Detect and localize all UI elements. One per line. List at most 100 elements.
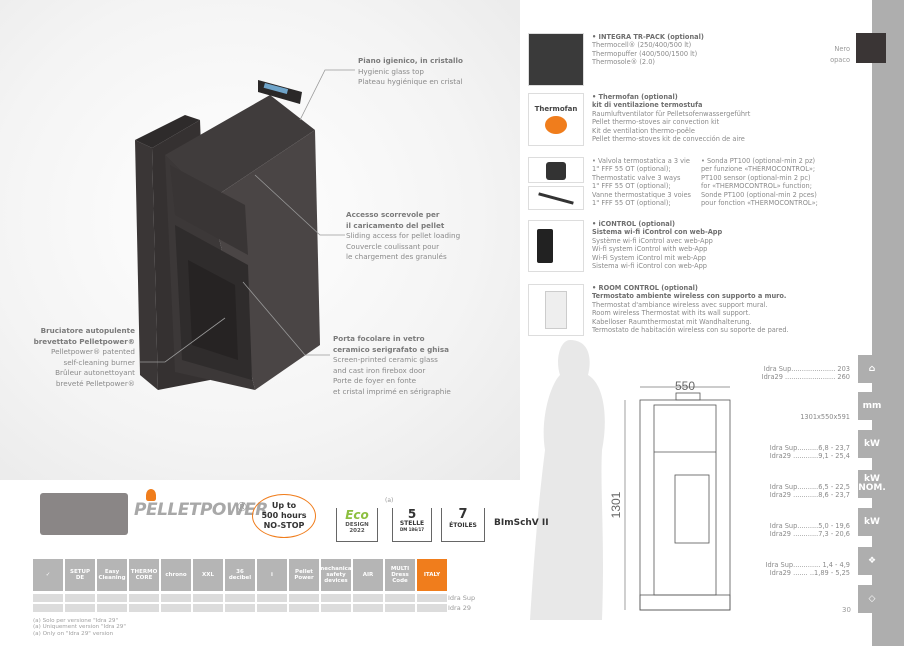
accessory-title: • Thermofan (optional) — [592, 93, 678, 101]
accessory-line: 1" FFF 55 OT (optional); — [592, 165, 671, 174]
callout-line: self-cleaning burner — [63, 357, 135, 367]
accessory-line: for «THERMOCONTROL» function; — [701, 182, 812, 191]
accessory-subtitle: Sistema wi-fi iControl con web-App — [592, 228, 723, 237]
thermofan-icon: Thermofan — [528, 93, 584, 146]
accessory-line: Kabelloser Raumthermostat mit Wandhalter… — [592, 317, 752, 326]
safety-device-icon: mechanical safety devices — [321, 559, 351, 591]
stelle-decree: DM 186/17 — [399, 527, 425, 532]
callout-title: Porta focolare in vetro — [333, 334, 425, 343]
accessory-line: Wi-Fi System iControl mit web-App — [592, 253, 706, 262]
feature-icons-row: ✓ SETUP DE Easy Cleaning THERMO CORE chr… — [33, 559, 447, 591]
spec-heated-volume: Idra Sup..................... 203 Idra29… — [761, 365, 850, 381]
accessory-title: • iCONTROL (optional) — [592, 220, 676, 228]
safety-icon: ✓ — [33, 559, 63, 591]
accessory-line: • Sonda PT100 (optional-min 2 pz) — [701, 157, 816, 165]
callout-line: Couvercle coulissant pour — [346, 241, 440, 251]
availability-row-idra-sup — [33, 594, 447, 602]
accessory-title: • ROOM CONTROL (optional) — [592, 284, 698, 292]
accessory-line: Système wi-fi iControl avec web-App — [592, 236, 713, 245]
eco-year-text: 2022 — [349, 528, 365, 534]
callout-line: Brûleur autonettoyant — [55, 368, 135, 377]
accessory-line: Thermopuffer (400/500/1500 lt) — [592, 49, 698, 58]
accessory-line: Vanne thermostatique 3 voies — [592, 190, 691, 199]
callout-sliding-access: Accesso scorrevole per il caricamento de… — [346, 210, 460, 263]
accessory-line: Pellet thermo-stoves kit de convección d… — [592, 135, 745, 144]
callout-line: Plateau hygiénique en cristal — [358, 77, 463, 86]
water-kw-icon: kW — [858, 508, 886, 536]
callout-line: Screen-printed ceramic glass — [333, 355, 438, 364]
accessory-line: Wi-fi system iControl with web-App — [592, 245, 708, 254]
dimensions-icon: mm — [858, 392, 886, 420]
callout-glass-top: Piano igienico, in cristallo Hygienic gl… — [358, 56, 463, 88]
power-kw-icon: kW — [858, 430, 886, 458]
easy-cleaning-icon: Easy Cleaning — [97, 559, 127, 591]
nonstop-line: 500 hours — [261, 511, 307, 520]
spec-dimensions: 1301x550x591 — [800, 413, 850, 421]
stove-image — [135, 80, 320, 390]
person-silhouette — [530, 340, 605, 620]
sensor-probe-icon — [528, 186, 584, 210]
spec-power-kw: Idra Sup..........6,8 - 23,7 Idra29 ....… — [769, 444, 850, 460]
footnote-line: (a) Uniquement version "Idra 29" — [33, 624, 126, 631]
callout-line: and cast iron firebox door — [333, 365, 426, 375]
tank-icon — [528, 33, 584, 86]
height-dimension: 1301 — [609, 491, 623, 518]
pelletpower-logo: PELLETPOWER — [134, 500, 268, 520]
decibel-icon: 36 decibel — [225, 559, 255, 591]
page-number: 30 — [842, 606, 851, 614]
footnote-marker: (a) — [385, 497, 394, 504]
spec-water-power: Idra Sup..........5,0 - 19,6 Idra29 ....… — [769, 522, 850, 538]
accessory-line: Room wireless Thermostat with its wall s… — [592, 309, 751, 318]
air-icon: AIR — [353, 559, 383, 591]
callout-burner: Bruciatore autopulente brevettato Pellet… — [20, 326, 135, 389]
accessory-line: Raumluftventilator für Pelletsofenwasser… — [592, 109, 751, 118]
accessory-line: 1" FFF 55 OT (optional); — [592, 199, 671, 208]
callout-firebox-door: Porta focolare in vetro ceramico serigra… — [333, 334, 451, 397]
color-swatch-nero-opaco[interactable] — [856, 33, 886, 63]
burner-photo — [40, 493, 128, 535]
eco-text: Eco — [345, 508, 369, 522]
accessory-line: Sonde PT100 (optional-min 2 pces) — [701, 190, 817, 199]
eco-design-text: DESIGN — [345, 522, 369, 528]
accessory-subtitle: kit di ventilazione termostufa — [592, 101, 703, 110]
callout-line: breveté Pelletpower® — [55, 378, 135, 388]
etoiles-number: 7 — [458, 507, 468, 522]
availability-label: Idra Sup — [448, 594, 476, 602]
footnotes: (a) Solo per versione "Idra 29" (a) Uniq… — [33, 618, 126, 637]
accessory-title: • INTEGRA TR-PACK (optional) — [592, 33, 704, 41]
info-icon: i — [257, 559, 287, 591]
bimschv-label: BImSchV II — [494, 518, 549, 528]
valve-icon — [528, 157, 584, 183]
color-label: Nero opaco — [820, 44, 850, 66]
accessory-line: Termostato de habitación wireless con su… — [592, 326, 789, 335]
callout-line: Sliding access for pellet loading — [346, 231, 461, 240]
nominal-power-icon: kW NOM. — [858, 470, 886, 498]
pellet-consumption-icon: ❖ — [858, 547, 886, 575]
callout-title: il caricamento del pellet — [346, 220, 445, 230]
callout-title: ceramico serigrafato e ghisa — [333, 344, 449, 354]
smartphone-icon — [528, 220, 584, 272]
room-thermostat-icon — [528, 284, 584, 336]
stelle-text: STELLE — [399, 520, 425, 527]
callout-title: Piano igienico, in cristallo — [358, 56, 463, 65]
volume-icon: ◇ — [858, 585, 886, 613]
nonstop-line: Up to — [271, 501, 297, 510]
accessory-line: Sistema wi-fi iControl con web-App — [592, 262, 707, 271]
accessory-line: • Valvola termostatica a 3 vie — [592, 157, 690, 165]
callout-title: brevettato Pelletpower® — [33, 336, 135, 346]
thermofan-label: Thermofan — [534, 104, 578, 113]
side-strip — [872, 0, 904, 646]
callout-line: et cristal imprimé en sérigraphie — [333, 386, 451, 396]
stelle-badge: 5 STELLE DM 186/17 — [392, 508, 432, 542]
xxl-icon: XXL — [193, 559, 223, 591]
availability-row-idra-29 — [33, 604, 447, 612]
footnote-line: (a) Only on "Idra 29" version — [33, 630, 114, 637]
accessory-line: Thermostat d'ambiance wireless avec supp… — [592, 300, 768, 309]
technical-drawing: 550 1301 — [530, 340, 731, 620]
house-icon: ⌂ — [858, 355, 886, 383]
width-dimension: 550 — [675, 379, 695, 393]
color-label-line: Nero — [834, 45, 850, 53]
accessory-line: Kit de ventilation thermo-poêle — [592, 126, 695, 135]
spec-nominal-power: Idra Sup..........6,5 - 22,5 Idra29 ....… — [769, 483, 850, 499]
